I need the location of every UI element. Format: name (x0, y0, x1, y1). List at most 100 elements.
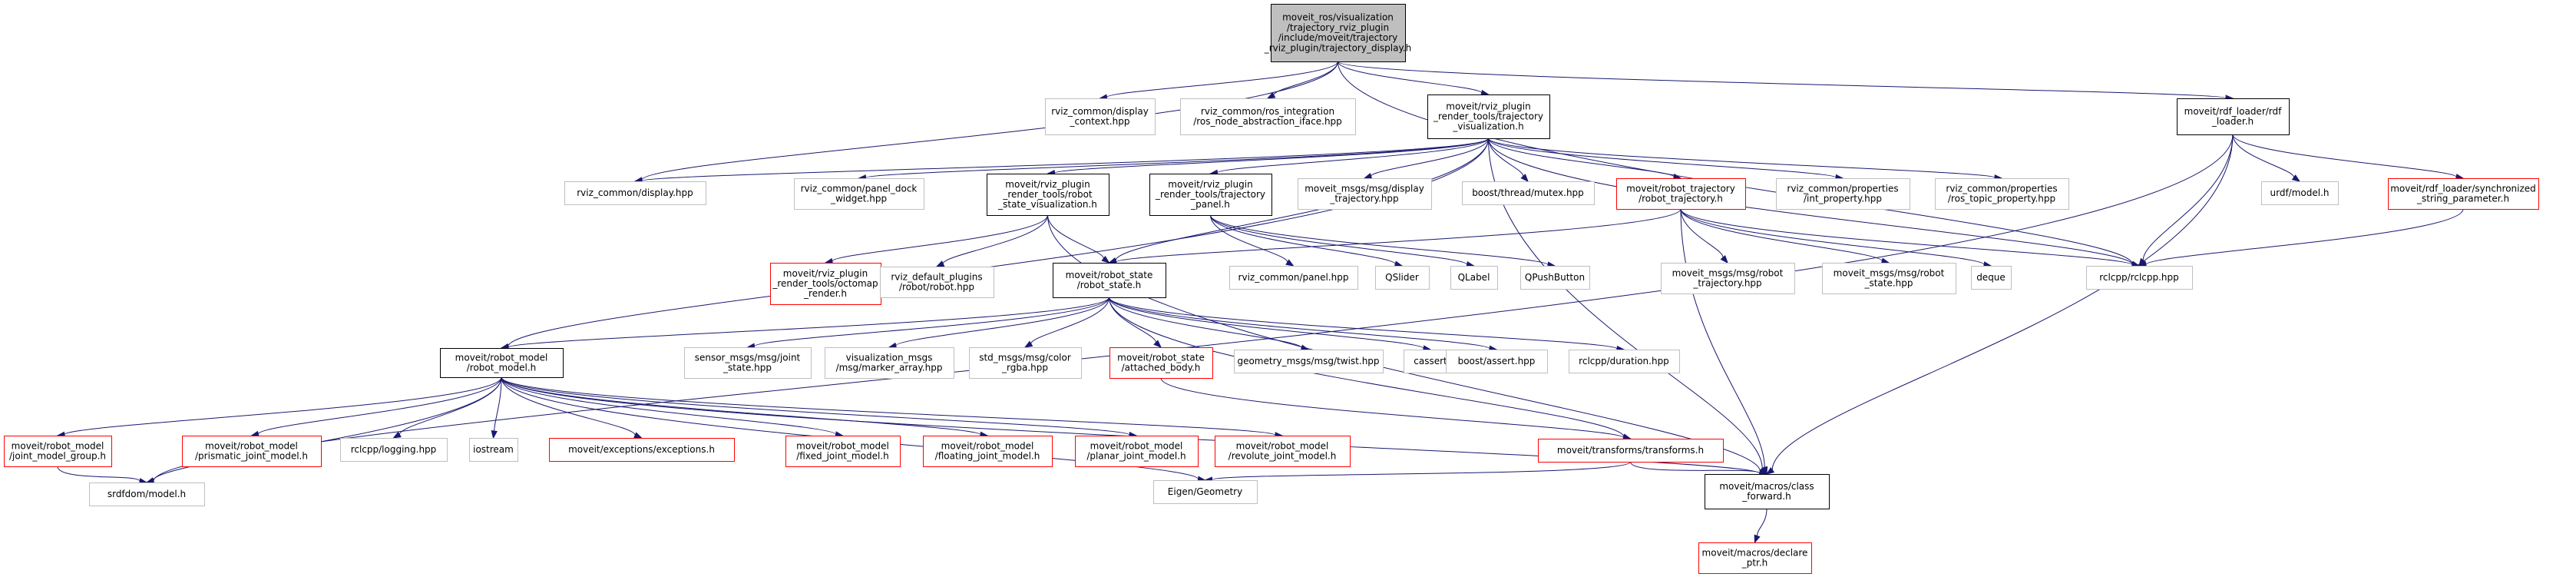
header-node-trajectory-visualization[interactable]: moveit/rviz_plugin_render_tools/trajecto… (1427, 95, 1550, 139)
node-box (1661, 263, 1795, 294)
header-node-robot-model[interactable]: moveit/robot_model/robot_model.h (440, 348, 564, 378)
header-node-display-trajectory[interactable]: moveit_msgs/msg/display_trajectory.hpp (1298, 178, 1432, 210)
node-box (1538, 439, 1724, 463)
node-label-line: QPushButton (1525, 272, 1585, 283)
node-box (1075, 436, 1199, 467)
node-label-line: rviz_common/panel.hpp (1238, 272, 1349, 283)
header-node-qslider[interactable]: QSlider (1375, 266, 1430, 290)
node-label-line: /planar_joint_model.h (1086, 451, 1185, 462)
header-node-panel-dock-widget[interactable]: rviz_common/panel_dock_widget.hpp (794, 178, 924, 210)
node-label-line: _state.hpp (723, 363, 772, 373)
header-node-robot-hpp[interactable]: rviz_default_plugins/robot/robot.hpp (880, 267, 994, 298)
node-label-line: moveit/rviz_plugin (1168, 179, 1252, 190)
node-label-line: _trajectory.hpp (1692, 278, 1761, 289)
node-box (1450, 266, 1498, 290)
header-node-octomap-render[interactable]: moveit/rviz_plugin_render_tools/octomap_… (770, 263, 881, 305)
node-box (2388, 178, 2539, 210)
node-label-line: moveit/rdf_loader/rdf (2184, 106, 2283, 117)
header-node-deque[interactable]: deque (1971, 266, 2012, 290)
node-box (1109, 347, 1213, 379)
header-node-ros-topic-property[interactable]: rviz_common/properties/ros_topic_propert… (1935, 178, 2069, 210)
node-label-line: moveit/macros/declare (1702, 547, 1808, 558)
node-label-line: _panel.h (1190, 199, 1230, 210)
include-edge (392, 376, 502, 439)
node-box (89, 482, 205, 506)
node-label-line: _loader.h (2211, 116, 2254, 127)
header-node-msg-robot-trajectory[interactable]: moveit_msgs/msg/robot_trajectory.hpp (1661, 263, 1795, 294)
header-node-joint-state[interactable]: sensor_msgs/msg/joint_state.hpp (684, 347, 812, 379)
header-node-twist[interactable]: geometry_msgs/msg/twist.hpp (1234, 350, 1384, 373)
node-label-line: urdf/model.h (2270, 187, 2330, 198)
node-box (1298, 178, 1432, 210)
include-edge (1266, 61, 1338, 99)
node-box (1935, 178, 2069, 210)
header-node-planar-joint[interactable]: moveit/robot_model/planar_joint_model.h (1075, 436, 1199, 467)
header-node-prismatic-joint[interactable]: moveit/robot_model/prismatic_joint_model… (182, 436, 322, 467)
node-label-line: cassert (1414, 356, 1447, 366)
header-node-synchronized-string[interactable]: moveit/rdf_loader/synchronized_string_pa… (2388, 178, 2539, 210)
node-label-line: /int_property.hpp (1804, 194, 1882, 204)
header-node-urdf-model[interactable]: urdf/model.h (2261, 181, 2339, 205)
header-node-panel-hpp[interactable]: rviz_common/panel.hpp (1229, 266, 1358, 290)
header-node-qlabel[interactable]: QLabel (1450, 266, 1498, 290)
header-node-root[interactable]: moveit_ros/visualization/trajectory_rviz… (1264, 4, 1412, 62)
node-label-line: moveit/robot_state (1066, 270, 1153, 280)
include-edge (1047, 214, 1110, 264)
header-node-display-context[interactable]: rviz_common/display_context.hpp (1045, 98, 1156, 135)
header-node-marker-array[interactable]: visualization_msgs/msg/marker_array.hpp (825, 347, 954, 379)
header-node-transforms[interactable]: moveit/transforms/transforms.h (1538, 439, 1724, 463)
node-box (1462, 181, 1595, 205)
header-node-display-hpp[interactable]: rviz_common/display.hpp (564, 181, 706, 205)
header-node-revolute-joint[interactable]: moveit/robot_model/revolute_joint_model.… (1215, 436, 1351, 467)
node-box (785, 436, 901, 467)
node-label-line: /trajectory_rviz_plugin (1287, 22, 1389, 33)
node-box (987, 174, 1109, 216)
header-node-declare-ptr[interactable]: moveit/macros/declare_ptr.h (1698, 542, 1812, 574)
node-label-line: /revolute_joint_model.h (1228, 451, 1337, 462)
header-node-robot-state-visualization[interactable]: moveit/rviz_plugin_render_tools/robot_st… (987, 174, 1109, 216)
header-node-eigen-geometry[interactable]: Eigen/Geometry (1153, 480, 1258, 504)
node-label-line: srdfdom/model.h (107, 489, 186, 499)
node-label-line: moveit/robot_model (455, 352, 548, 363)
header-node-floating-joint[interactable]: moveit/robot_model/floating_joint_model.… (923, 436, 1053, 467)
header-node-logging[interactable]: rclcpp/logging.hpp (340, 438, 448, 462)
node-label-line: moveit/rdf_loader/synchronized (2390, 183, 2536, 194)
header-node-ros-node-abstraction[interactable]: rviz_common/ros_integration/ros_node_abs… (1180, 98, 1356, 135)
node-box (1616, 178, 1746, 210)
node-label-line: rclcpp/duration.hpp (1579, 356, 1669, 366)
header-node-robot-trajectory[interactable]: moveit/robot_trajectory/robot_trajectory… (1616, 178, 1746, 210)
node-label-line: /floating_joint_model.h (935, 451, 1040, 462)
include-edge (1680, 208, 1768, 476)
node-box (1705, 474, 1830, 509)
include-edge (1108, 208, 1682, 266)
node-label-line: moveit/robot_model (12, 440, 104, 451)
node-label-line: moveit/robot_model (941, 440, 1034, 451)
header-node-attached-body[interactable]: moveit/robot_state/attached_body.h (1109, 347, 1213, 379)
header-node-robot-state[interactable]: moveit/robot_state/robot_state.h (1053, 263, 1166, 298)
header-node-trajectory-panel[interactable]: moveit/rviz_plugin_render_tools/trajecto… (1149, 174, 1272, 216)
node-label-line: boost/thread/mutex.hpp (1472, 187, 1584, 198)
header-node-msg-robot-state[interactable]: moveit_msgs/msg/robot_state.hpp (1822, 263, 1956, 294)
header-node-mutex[interactable]: boost/thread/mutex.hpp (1462, 181, 1595, 205)
node-label-line: _rgba.hpp (1001, 363, 1048, 373)
header-node-rdf-loader[interactable]: moveit/rdf_loader/rdf_loader.h (2177, 98, 2290, 135)
header-node-class-forward[interactable]: moveit/macros/class_forward.h (1705, 474, 1830, 509)
header-node-duration[interactable]: rclcpp/duration.hpp (1569, 350, 1680, 373)
header-node-rclcpp[interactable]: rclcpp/rclcpp.hpp (2086, 266, 2193, 290)
header-node-exceptions[interactable]: moveit/exceptions/exceptions.h (549, 438, 735, 462)
header-node-boost-assert[interactable]: boost/assert.hpp (1446, 350, 1548, 373)
include-edge (501, 376, 844, 438)
node-label-line: /robot_state.h (1077, 280, 1142, 290)
header-node-srdfdom[interactable]: srdfdom/model.h (89, 482, 205, 506)
header-node-qpushbutton[interactable]: QPushButton (1520, 266, 1590, 290)
header-node-int-property[interactable]: rviz_common/properties/int_property.hpp (1776, 178, 1910, 210)
include-edge (2232, 134, 2301, 182)
include-edge (501, 376, 1284, 439)
header-node-fixed-joint[interactable]: moveit/robot_model/fixed_joint_model.h (785, 436, 901, 467)
node-label-line: moveit/transforms/transforms.h (1557, 445, 1704, 456)
header-node-color-rgba[interactable]: std_msgs/msg/color_rgba.hpp (969, 347, 1082, 379)
node-label-line: moveit/macros/class (1719, 481, 1814, 492)
header-node-iostream[interactable]: iostream (469, 438, 518, 462)
node-label-line: _render_tools/trajectory (1155, 189, 1265, 200)
header-node-joint-model-group[interactable]: moveit/robot_model/joint_model_group.h (4, 436, 112, 467)
